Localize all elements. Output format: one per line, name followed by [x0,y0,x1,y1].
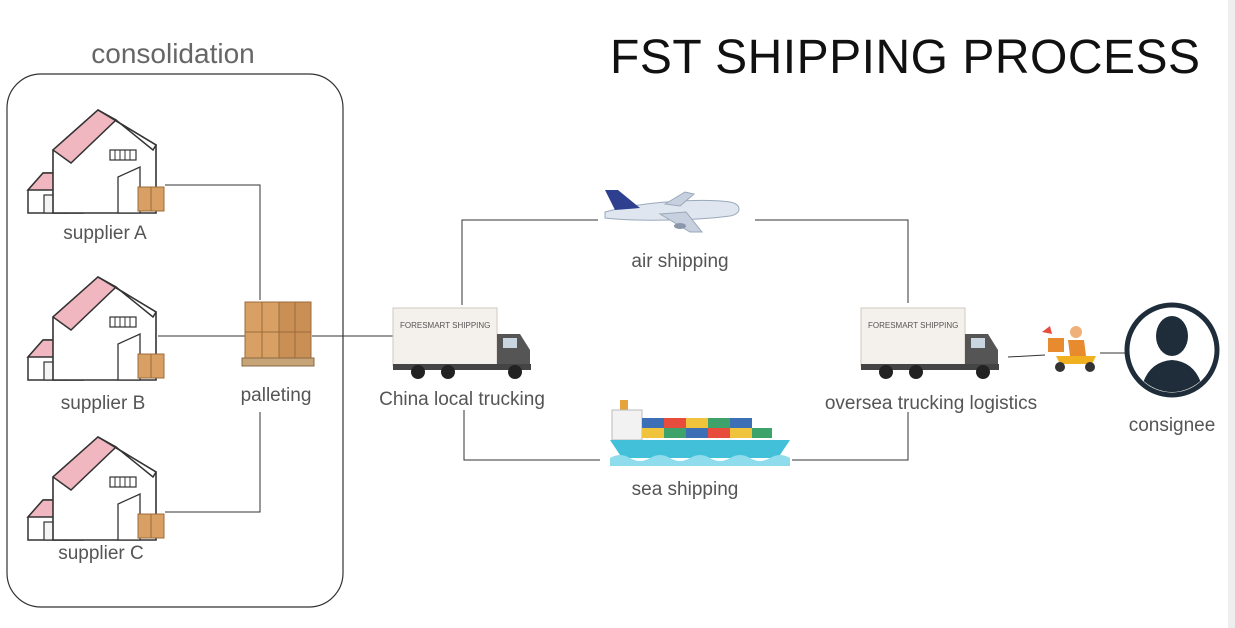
connector-lines [158,184,1125,513]
warehouse-icon-supplier-a [27,109,165,214]
warehouse-icon-supplier-c [27,436,165,541]
china-truck-icon: FORESMART SHIPPING [392,307,531,379]
air-shipping-label: air shipping [631,251,729,272]
connector-truck-sea [463,410,600,461]
airplane-icon [604,190,740,233]
pallet-boxes-icon [241,301,315,367]
china-truck-text: FORESMART SHIPPING [400,321,490,330]
page-title: FST SHIPPING PROCESS [610,31,1201,84]
supplier-b-label: supplier B [60,393,146,414]
consignee-label: consignee [1128,415,1216,436]
oversea-truck-icon: FORESMART SHIPPING [860,307,999,379]
supplier-a-label: supplier A [63,223,147,244]
connector-sea-oversea [792,412,909,461]
connector-truck-courier [1007,354,1046,358]
consolidation-label: consolidation [91,38,255,69]
supplier-c-label: supplier C [58,543,144,564]
connector-truck-air [461,219,598,305]
china-trucking-label: China local trucking [379,389,545,410]
palleting-label: palleting [240,385,312,406]
courier-scooter-icon [1042,326,1096,372]
cargo-ship-icon [610,400,790,466]
connector-air-oversea [755,219,909,303]
right-edge-strip [1228,0,1235,628]
connector-supplier-a [165,184,261,300]
oversea-truck-text: FORESMART SHIPPING [868,321,958,330]
connector-supplier-c [165,412,261,513]
warehouse-icon-supplier-b [27,276,165,381]
oversea-trucking-label: oversea trucking logistics [824,393,1038,414]
consolidation-group-box [6,73,344,608]
consignee-avatar-icon [1124,302,1220,398]
sea-shipping-label: sea shipping [631,479,739,500]
